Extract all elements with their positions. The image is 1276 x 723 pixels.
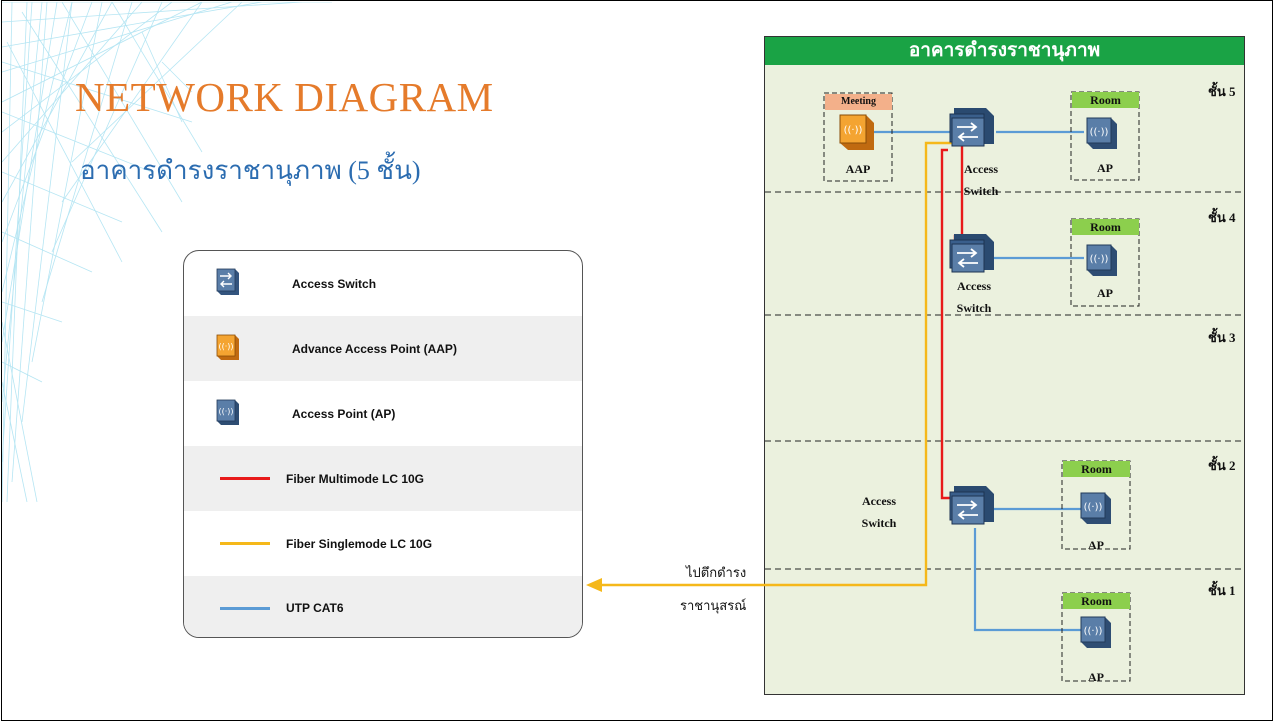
access-switch-icon	[949, 485, 995, 525]
access-point-icon: ((·))	[214, 397, 240, 432]
floor-label-4: ชั้น 4	[1208, 210, 1236, 225]
legend-label: Access Switch	[292, 276, 377, 291]
legend-label: Fiber Singlemode LC 10G	[286, 536, 433, 551]
access-point-icon	[1086, 244, 1118, 277]
room-tag-floor1: Room	[1063, 593, 1130, 609]
legend-panel: Access Switch ((·)) Advance Access Point…	[183, 250, 583, 638]
destination-label-line1: ไปตึกดำรง	[686, 565, 747, 580]
legend-label: Advance Access Point (AAP)	[292, 341, 457, 356]
access-point-icon	[1086, 117, 1118, 150]
utp-links	[874, 130, 1084, 632]
access-switch-icon	[214, 267, 240, 302]
legend-item-fiber-multimode: Fiber Multimode LC 10G	[184, 446, 582, 511]
legend-label: Access Point (AP)	[292, 406, 396, 421]
slide-subtitle: อาคารดำรงราชานุภาพ (5 ชั้น)	[80, 156, 421, 185]
access-switch-label-floor4: Access Switch	[956, 279, 992, 315]
aap-label: AAP	[845, 162, 871, 176]
ap-label-floor2: AP	[1088, 538, 1104, 552]
ap-label-floor4: AP	[1097, 286, 1113, 300]
access-switch-label-floor5: Access Switch	[963, 162, 999, 198]
fiber-singlemode-line-swatch	[220, 542, 270, 545]
decorative-background	[2, 2, 332, 502]
legend-label: UTP CAT6	[286, 600, 344, 615]
ap-label-floor1: AP	[1088, 670, 1104, 684]
legend-item-access-switch: Access Switch	[184, 251, 582, 316]
fiber-singlemode-links	[586, 141, 953, 592]
floor-label-5: ชั้น 5	[1208, 84, 1236, 99]
legend-label: Fiber Multimode LC 10G	[286, 471, 425, 486]
destination-label-line2: ราชานุสรณ์	[680, 598, 747, 613]
legend-item-advance-access-point: ((·)) Advance Access Point (AAP)	[184, 316, 582, 381]
access-point-icon	[1080, 616, 1112, 649]
ap-label-floor5: AP	[1097, 161, 1113, 175]
advance-access-point-icon: ((·))	[214, 332, 240, 367]
svg-text:((·)): ((·))	[218, 342, 233, 351]
legend-item-fiber-singlemode: Fiber Singlemode LC 10G	[184, 511, 582, 576]
advance-access-point-icon: ((·))	[839, 114, 874, 150]
access-switch-icon	[949, 107, 995, 147]
legend-item-utp: UTP CAT6	[184, 576, 582, 637]
room-tag-floor5: Room	[1072, 92, 1139, 108]
floor-label-2: ชั้น 2	[1208, 458, 1236, 473]
access-switch-label-floor2: Access Switch	[861, 494, 897, 530]
room-tag-floor4: Room	[1072, 219, 1139, 235]
room-tag-floor2: Room	[1063, 461, 1130, 477]
slide-title: NETWORK DIAGRAM	[75, 74, 494, 120]
svg-text:((·)): ((·))	[844, 125, 863, 136]
legend-item-access-point: ((·)) Access Point (AP)	[184, 381, 582, 446]
access-switch-icon	[949, 233, 995, 273]
access-point-icon	[1080, 492, 1112, 525]
floor-label-3: ชั้น 3	[1208, 330, 1236, 345]
svg-text:((·)): ((·))	[218, 407, 233, 416]
building-name: อาคารดำรงราชานุภาพ	[765, 37, 1244, 65]
utp-line-swatch	[220, 607, 270, 610]
meeting-tag: Meeting	[825, 94, 892, 110]
fiber-multimode-line-swatch	[220, 477, 270, 480]
floor-label-1: ชั้น 1	[1208, 583, 1236, 598]
